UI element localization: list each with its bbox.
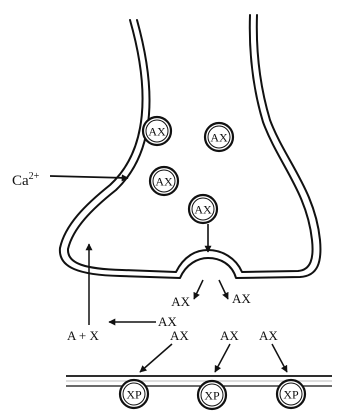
vesicle-label: AX: [194, 203, 212, 217]
vesicle-label: AX: [155, 175, 173, 189]
membrane-outer-line: [60, 15, 321, 278]
receptor-label: XP: [204, 389, 220, 403]
vesicle-label: AX: [148, 125, 166, 139]
receptor-label: XP: [283, 388, 299, 402]
receptor: XP: [277, 380, 305, 408]
released-ax-label: AX: [158, 314, 177, 329]
calcium-influx-arrow: [50, 176, 128, 178]
release-arrow-left: [194, 280, 203, 299]
membrane-inner-line: [68, 15, 313, 272]
vesicle: AX: [143, 117, 171, 145]
binding-ax-label: AX: [259, 328, 278, 343]
products-label: A + X: [67, 328, 100, 343]
receptor: XP: [198, 381, 226, 409]
vesicle: AX: [189, 195, 217, 223]
calcium-charge: 2+: [29, 171, 40, 182]
vesicle: AX: [205, 123, 233, 151]
vesicle-label: AX: [210, 131, 228, 145]
released-ax-label: AX: [171, 294, 190, 309]
presynaptic-terminal-membrane: [60, 15, 321, 278]
released-ax-label: AX: [232, 291, 251, 306]
binding-arrow: [140, 344, 172, 372]
binding-ax-label: AX: [220, 328, 239, 343]
calcium-base: Ca: [12, 173, 29, 189]
binding-arrow: [272, 344, 287, 372]
release-arrow-right: [219, 280, 228, 299]
vesicle: AX: [150, 167, 178, 195]
receptor-label: XP: [126, 388, 142, 402]
binding-arrow: [215, 344, 230, 372]
binding-ax-label: AX: [170, 328, 189, 343]
receptor: XP: [120, 380, 148, 408]
calcium-ion-label: Ca2+: [12, 171, 40, 189]
